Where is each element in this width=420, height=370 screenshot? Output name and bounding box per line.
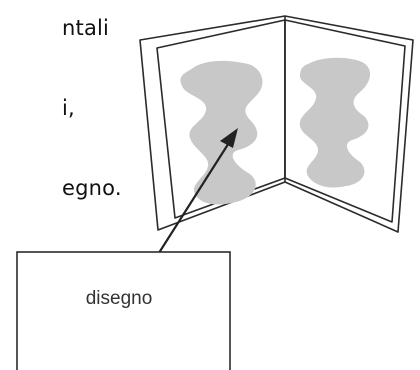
callout-box — [17, 252, 230, 370]
booklet — [140, 16, 413, 232]
drawing-blob-right — [300, 58, 370, 188]
callout-label: disegno — [86, 288, 153, 309]
